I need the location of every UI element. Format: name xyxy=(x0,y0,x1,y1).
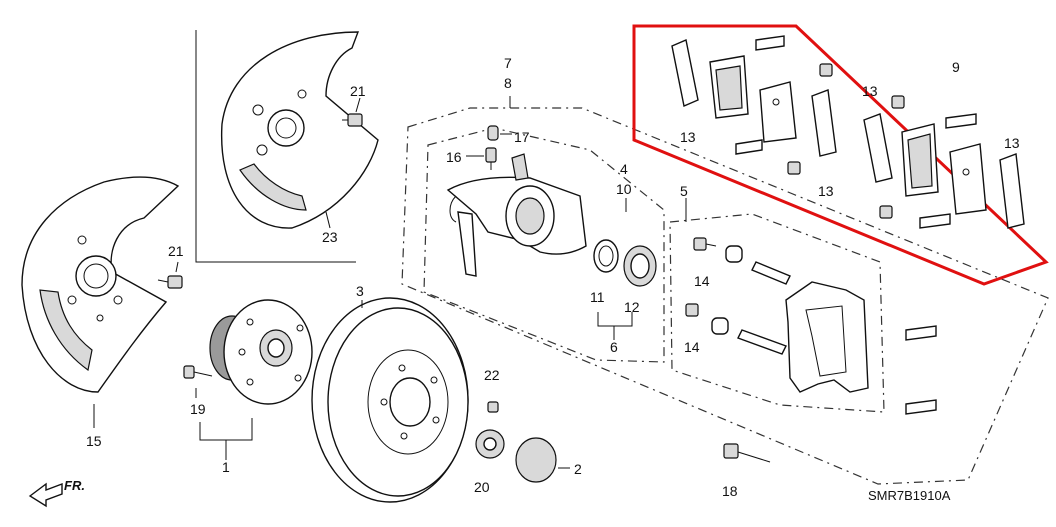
label-23: 23 xyxy=(322,229,338,245)
pad-shim-3 xyxy=(863,113,893,183)
hub-nut xyxy=(475,429,505,459)
label-13-c: 13 xyxy=(862,83,878,99)
brake-pad-4 xyxy=(949,143,987,215)
label-19: 19 xyxy=(190,401,206,417)
front-direction-label: FR. xyxy=(64,478,85,493)
label-11: 11 xyxy=(590,289,605,305)
label-10: 10 xyxy=(616,181,632,197)
bracket-bolt xyxy=(723,443,771,463)
pad-shim-4 xyxy=(999,153,1025,229)
label-21-a: 21 xyxy=(350,83,366,99)
label-5: 5 xyxy=(680,183,688,199)
brake-pad-1 xyxy=(709,55,749,119)
splash-shield-large xyxy=(21,176,180,393)
front-direction-arrow xyxy=(28,482,63,508)
frame-caliper-body xyxy=(423,127,665,363)
hub-bearing xyxy=(209,299,313,405)
frame-caliper-assembly xyxy=(401,107,1049,485)
label-3: 3 xyxy=(356,283,364,299)
brake-pad-3 xyxy=(901,123,939,197)
retainer-clips xyxy=(735,35,977,415)
piston-seal xyxy=(593,239,619,273)
label-16: 16 xyxy=(446,149,462,165)
label-22: 22 xyxy=(484,367,500,383)
label-17: 17 xyxy=(514,129,530,145)
pad-shim-2 xyxy=(811,89,837,157)
label-14-b: 14 xyxy=(684,339,700,355)
label-6: 6 xyxy=(610,339,618,355)
brake-disc xyxy=(311,297,469,503)
bolt-21-upper xyxy=(342,113,363,127)
pad-shim-1 xyxy=(671,39,699,107)
label-20: 20 xyxy=(474,479,490,495)
piston-boot xyxy=(623,245,657,287)
label-1: 1 xyxy=(222,459,230,475)
label-9: 9 xyxy=(952,59,960,75)
label-8: 8 xyxy=(504,75,512,91)
hub-bolt-19 xyxy=(183,365,213,379)
label-18: 18 xyxy=(722,483,738,499)
label-21-b: 21 xyxy=(168,243,184,259)
label-15: 15 xyxy=(86,433,102,449)
splash-shield-small xyxy=(220,31,379,229)
frame-splash-shield-group xyxy=(195,30,356,263)
label-4: 4 xyxy=(620,161,628,177)
pad-set-highlight xyxy=(632,24,1049,286)
pad-bolts xyxy=(787,63,905,219)
label-2: 2 xyxy=(574,461,582,477)
diagram-code: SMR7B1910A xyxy=(868,488,951,503)
bolt-22 xyxy=(487,401,499,413)
bleeder-screw xyxy=(485,147,497,170)
label-13-b: 13 xyxy=(818,183,834,199)
caliper-bracket xyxy=(785,281,869,393)
label-13-d: 13 xyxy=(1004,135,1020,151)
slide-pin-lower xyxy=(685,303,787,355)
label-14-a: 14 xyxy=(694,273,710,289)
bolt-21-lower xyxy=(157,275,183,289)
slide-pin-upper xyxy=(693,237,791,285)
bleeder-cap xyxy=(487,125,499,141)
label-7: 7 xyxy=(504,55,512,71)
hub-cap xyxy=(515,437,557,483)
brake-pad-2 xyxy=(759,81,797,143)
label-13-a: 13 xyxy=(680,129,696,145)
caliper-body xyxy=(446,153,587,277)
label-12: 12 xyxy=(624,299,640,315)
part-labels: 1 2 3 4 5 6 7 8 9 10 11 12 13 13 13 13 1… xyxy=(86,55,1020,499)
